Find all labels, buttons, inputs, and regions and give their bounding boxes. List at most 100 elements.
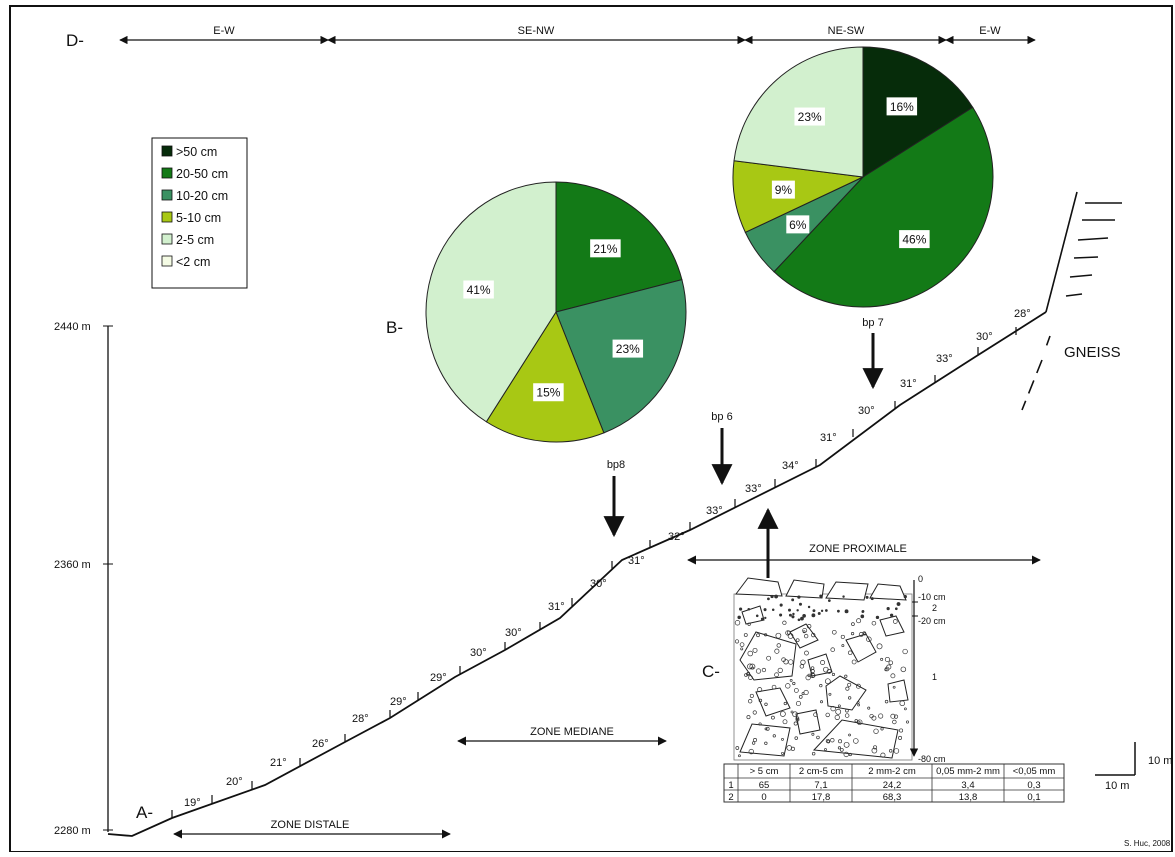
- slope-profile: [107, 311, 1047, 837]
- depth-label-20: -20 cm: [918, 616, 946, 626]
- gravel-dot: [880, 727, 884, 731]
- gravel-dot: [856, 701, 860, 704]
- gravel-dot: [827, 599, 831, 603]
- gravel-dot: [876, 643, 883, 650]
- gravel-dot: [830, 647, 835, 652]
- gravel-dot: [764, 741, 768, 745]
- gravel-dot: [748, 675, 753, 680]
- gravel-dot: [777, 667, 783, 673]
- gravel-dot: [820, 660, 826, 665]
- gravel-dot: [871, 747, 878, 754]
- orientation-label-4: E-W: [979, 25, 1001, 37]
- gravel-dot: [739, 642, 745, 647]
- table-cell: 2: [728, 792, 733, 803]
- legend-swatch: [161, 211, 173, 223]
- table-cell: 24,2: [883, 780, 902, 791]
- gravel-dot: [892, 719, 897, 725]
- gravel-dot: [847, 696, 852, 700]
- table-border: [723, 763, 1065, 803]
- slope-angle-label: 31°: [548, 601, 565, 613]
- pie-label-box: [786, 215, 810, 234]
- gravel-dot: [800, 659, 806, 665]
- panel-label-b: B-: [386, 318, 403, 337]
- cliff-hatch: [1073, 256, 1099, 259]
- gravel-dot: [740, 647, 744, 651]
- gravel-dot: [816, 735, 820, 740]
- gravel-dot: [757, 687, 763, 693]
- slope-angle-label: 32°: [668, 531, 685, 543]
- gravel-dot: [819, 684, 823, 688]
- gravel-dot: [847, 650, 853, 656]
- gravel-dot: [798, 602, 802, 606]
- table-cell: 13,8: [959, 792, 978, 803]
- gravel-dot: [855, 683, 861, 689]
- gravel-dot: [804, 650, 809, 656]
- gravel-dot: [781, 738, 784, 741]
- gravel-dot: [748, 699, 753, 704]
- section-gravel: [734, 594, 910, 758]
- gravel-dot: [797, 618, 801, 622]
- gravel-dot: [764, 616, 767, 620]
- gravel-dot: [843, 751, 849, 758]
- gravel-dot: [771, 684, 777, 690]
- gravel-dot: [856, 618, 862, 624]
- table-header-cell: 2 cm-5 cm: [799, 766, 843, 777]
- gravel-dot: [747, 650, 754, 657]
- table-cell: 68,3: [883, 792, 902, 803]
- gravel-dot: [798, 695, 803, 699]
- sample-label-bp8: bp8: [607, 459, 625, 471]
- legend-swatch: [161, 189, 173, 201]
- gravel-dot: [787, 633, 794, 639]
- gravel-dot: [795, 717, 800, 722]
- gravel-dot: [867, 706, 871, 710]
- gravel-dot: [749, 693, 754, 698]
- gravel-dot: [851, 659, 857, 665]
- pie-label-box: [463, 280, 494, 299]
- gravel-dot: [899, 728, 904, 733]
- soil-section: [733, 577, 919, 761]
- gravel-dot: [767, 597, 770, 601]
- gravel-dot: [898, 735, 903, 740]
- gravel-dot: [751, 741, 756, 745]
- gravel-dot: [805, 674, 811, 681]
- slope-angle-label: 19°: [184, 797, 201, 809]
- gravel-dot: [752, 647, 758, 653]
- cliff-hatch: [1077, 237, 1109, 241]
- gravel-dot: [841, 644, 845, 648]
- gravel-dot: [848, 752, 852, 757]
- gneiss-label: GNEISS: [1064, 344, 1121, 361]
- slope-angle-label: 29°: [390, 696, 407, 708]
- gravel-dot: [771, 608, 775, 612]
- gravel-dot: [800, 616, 804, 621]
- gravel-dot: [871, 715, 877, 721]
- gravel-dot: [746, 715, 751, 720]
- gravel-dot: [771, 715, 775, 720]
- elevation-axis: 2440 m 2360 m 2280 m: [54, 321, 113, 837]
- gravel-dot: [844, 674, 848, 678]
- pie-slice: [862, 46, 974, 178]
- gravel-dot: [793, 721, 798, 726]
- gravel-dot: [845, 686, 850, 691]
- gravel-dot: [873, 728, 879, 734]
- gravel-dot: [896, 602, 901, 606]
- section-clasts: [735, 577, 909, 759]
- gravel-dot: [790, 710, 794, 714]
- gravel-dot: [847, 682, 852, 687]
- gravel-dot: [844, 609, 849, 614]
- gravel-dot: [820, 609, 824, 612]
- slope-angle-label: 28°: [1014, 308, 1031, 320]
- pie-chart-top: 16%46%6%9%23%: [732, 46, 994, 308]
- gravel-dot: [860, 614, 865, 619]
- slope-angle-label: 31°: [820, 432, 837, 444]
- gravel-dot: [903, 594, 907, 599]
- gravel-dot: [824, 678, 831, 685]
- gravel-dot: [884, 668, 888, 672]
- gravel-dot: [899, 700, 906, 707]
- gravel-dot: [811, 613, 816, 618]
- slope-angle-labels: 19°20°21°26°28°29°29°30°30°31°30°31°32°3…: [184, 308, 1031, 809]
- pie-label-box: [886, 97, 918, 116]
- pie-label: 16%: [890, 100, 914, 114]
- gravel-dot: [747, 607, 751, 611]
- gravel-dot: [886, 664, 892, 670]
- gravel-dot: [831, 672, 835, 677]
